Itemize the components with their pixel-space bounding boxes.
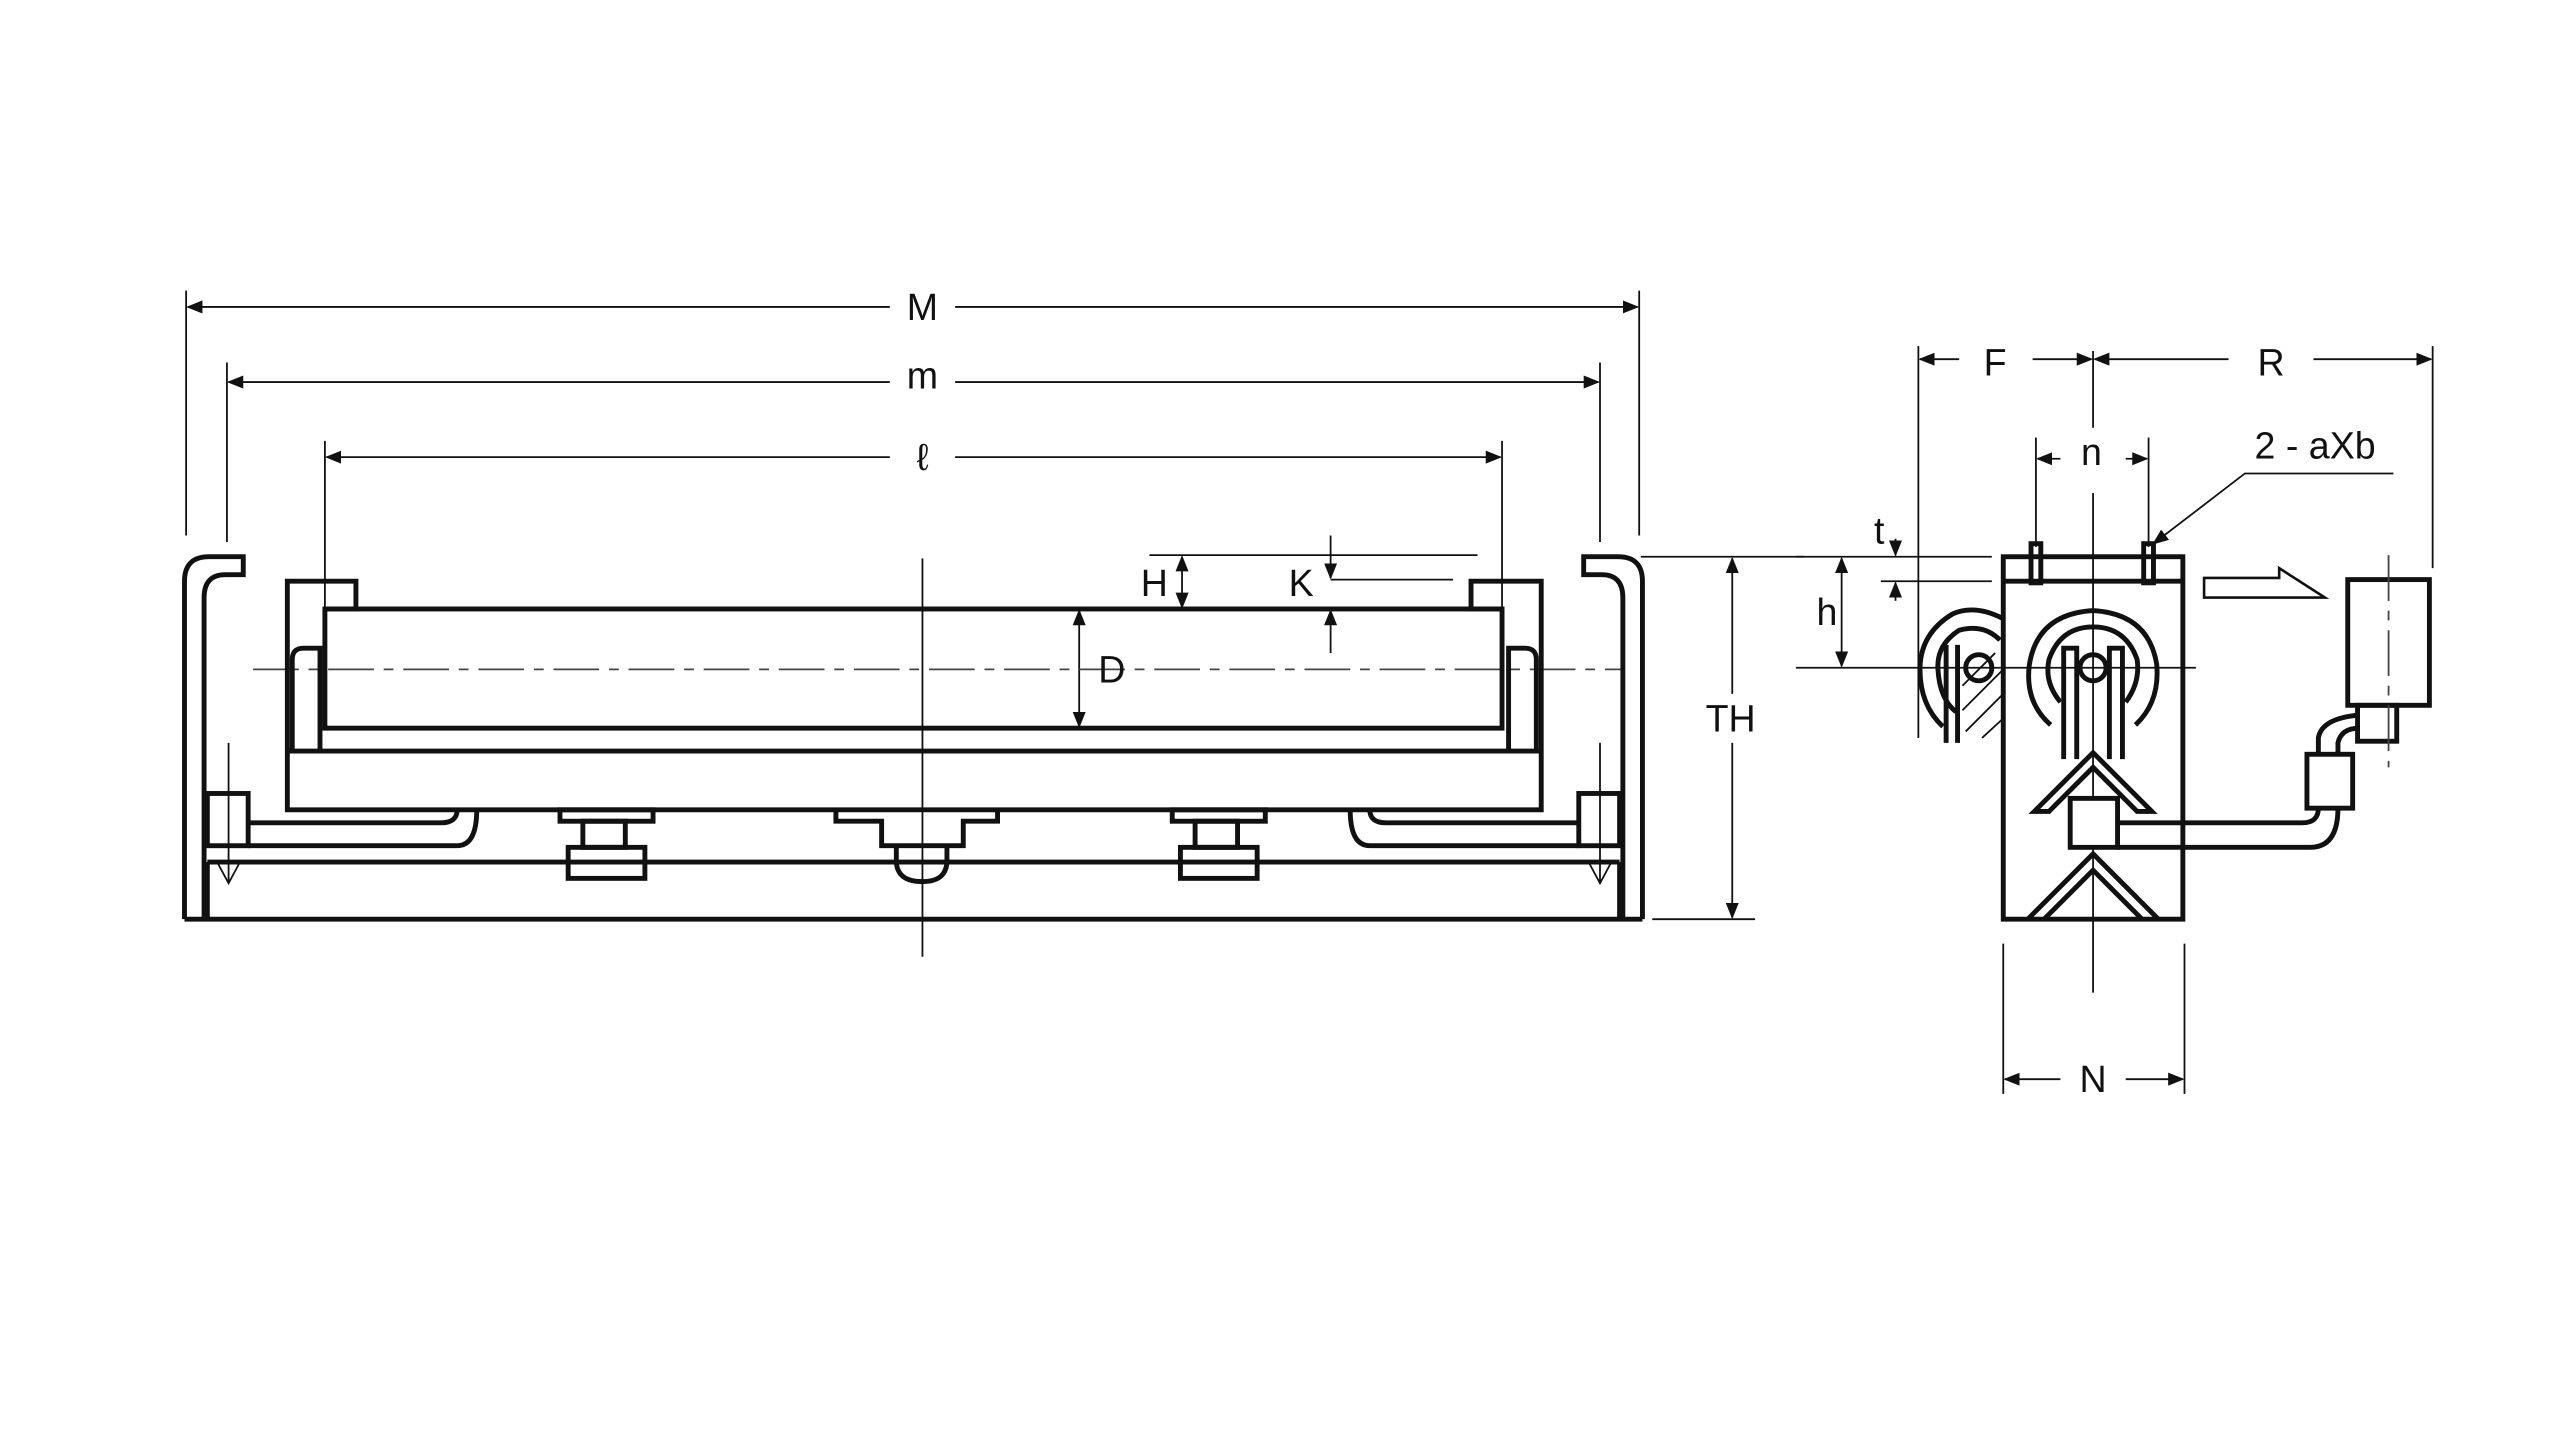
label-F: F xyxy=(1984,341,2007,383)
slot-leader xyxy=(2152,472,2394,545)
housing-box xyxy=(2000,554,2186,922)
label-M: M xyxy=(907,286,938,328)
side-view: F R n 2 - aXb t h N xyxy=(1795,334,2434,1117)
left-inner-hook xyxy=(289,645,323,752)
roller-bracket xyxy=(284,578,1544,813)
label-K: K xyxy=(1289,562,1314,604)
bolt-right xyxy=(2141,541,2156,586)
label-n: n xyxy=(2081,431,2102,473)
label-N: N xyxy=(2079,1058,2106,1100)
left-frame-hook xyxy=(182,554,246,920)
adjacent-wheel xyxy=(1917,607,2005,743)
label-m: m xyxy=(907,355,938,397)
right-pipes xyxy=(1347,809,1579,849)
label-H: H xyxy=(1141,562,1168,604)
label-slot: 2 - aXb xyxy=(2255,425,2376,467)
label-l: ℓ xyxy=(916,436,928,478)
base-frame xyxy=(184,859,1643,922)
left-foot xyxy=(557,807,656,881)
extension-lines xyxy=(185,290,1805,921)
front-view: M m ℓ H K D TH xyxy=(182,280,1805,957)
motor-pipe xyxy=(2315,712,2360,755)
front-labels: M m ℓ H K D TH xyxy=(889,280,1767,743)
right-inner-hook xyxy=(1506,645,1539,752)
bolt-left xyxy=(2028,541,2044,586)
label-h: h xyxy=(1816,591,1837,633)
label-t: t xyxy=(1874,510,1885,552)
label-R: R xyxy=(2257,341,2284,383)
hatched-support xyxy=(1961,652,2004,739)
center-pivot xyxy=(833,809,1000,885)
side-labels: F R n 2 - aXb t h N xyxy=(1816,334,2376,1117)
right-foot xyxy=(1169,807,1268,881)
left-pipes xyxy=(248,809,480,849)
side-pipes xyxy=(2117,808,2341,850)
connector xyxy=(2355,702,2400,744)
junction-box xyxy=(2304,751,2356,811)
label-TH: TH xyxy=(1706,697,1756,739)
roller xyxy=(322,606,1505,731)
main-wheel xyxy=(2026,608,2161,921)
right-frame-hook xyxy=(1581,554,1645,920)
label-D: D xyxy=(1098,648,1125,690)
direction-arrow-icon xyxy=(2202,565,2330,599)
